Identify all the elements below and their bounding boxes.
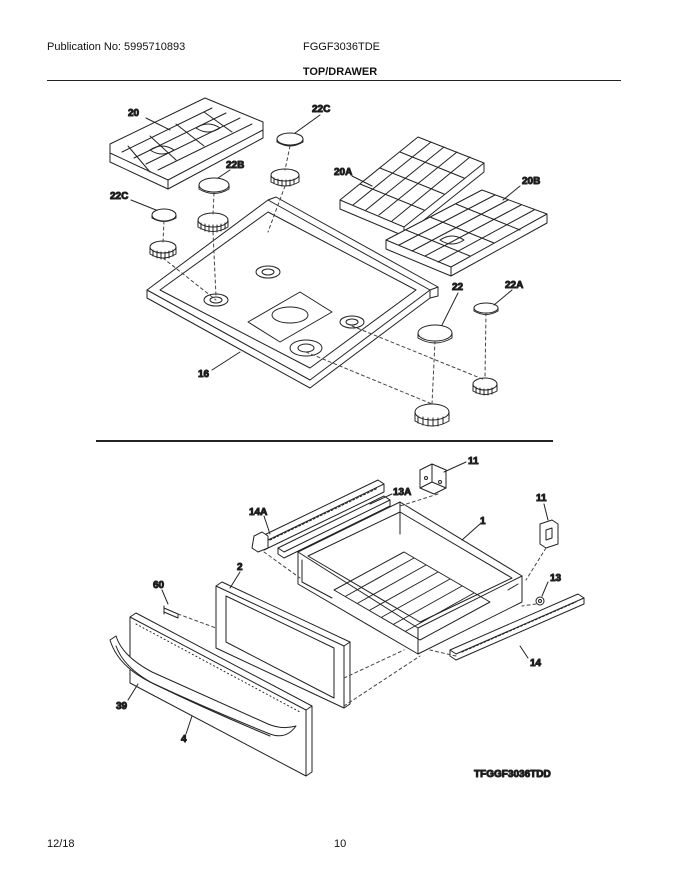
drawer-rail-right[interactable]	[449, 593, 585, 661]
grate-left[interactable]	[109, 97, 264, 190]
callout-11-right: 11	[536, 493, 547, 504]
callout-2: 2	[237, 562, 243, 573]
burner-head-large[interactable]	[414, 403, 450, 427]
cooktop[interactable]	[146, 196, 439, 389]
drawer-body[interactable]	[297, 501, 523, 655]
drawer-rail-left[interactable]	[251, 479, 385, 553]
callout-14a: 14A	[249, 507, 267, 518]
callout-22a: 22A	[505, 280, 523, 291]
drawer-rail-front[interactable]	[277, 495, 391, 559]
burner-head-right[interactable]	[472, 377, 498, 396]
callout-13a: 13A	[393, 487, 411, 498]
section-divider	[96, 440, 553, 442]
bracket-right[interactable]	[539, 519, 559, 549]
grate-middle[interactable]	[339, 136, 485, 237]
callout-16: 16	[198, 369, 210, 380]
callout-22b: 22B	[226, 160, 244, 171]
burner-cap-22c-left[interactable]	[151, 208, 177, 222]
callout-22c-top: 22C	[312, 104, 330, 115]
callout-22: 22	[452, 282, 464, 293]
publication-number: Publication No: 5995710893	[47, 41, 186, 53]
callout-20: 20	[128, 108, 140, 119]
bracket-top[interactable]	[419, 463, 447, 495]
footer-date: 12/18	[47, 838, 75, 850]
callout-20b: 20B	[522, 176, 540, 187]
burner-cap-22c-top[interactable]	[276, 132, 304, 147]
drawer-handle[interactable]	[109, 635, 297, 737]
grate-right[interactable]	[385, 189, 548, 277]
drawer-roller[interactable]	[535, 596, 545, 606]
callout-22c-left: 22C	[110, 191, 128, 202]
top-assembly-lines	[162, 145, 487, 405]
drawer-leader-lines	[127, 461, 549, 735]
burner-head-center[interactable]	[270, 168, 300, 187]
screw[interactable]	[163, 605, 179, 619]
top-leader-lines	[130, 114, 521, 371]
model-number: FGGF3036TDE	[303, 41, 381, 53]
header-rule	[47, 80, 621, 81]
callout-4: 4	[181, 734, 187, 745]
burner-head-left[interactable]	[197, 212, 229, 233]
drawer-assembly-lines	[177, 493, 547, 707]
burner-cap-22[interactable]	[417, 324, 453, 344]
callout-20a: 20A	[334, 167, 352, 178]
drawer-panel[interactable]	[215, 581, 351, 709]
callout-14: 14	[530, 658, 542, 669]
burner-head-far-left[interactable]	[149, 240, 177, 260]
callout-1: 1	[480, 516, 486, 527]
drawing-id: TFGGF3036TDD	[474, 769, 551, 780]
page-number: 10	[334, 838, 347, 850]
callout-60: 60	[153, 580, 165, 591]
callout-13: 13	[550, 573, 562, 584]
callout-39: 39	[116, 701, 128, 712]
burner-cap-22b[interactable]	[198, 177, 230, 194]
callout-11-top: 11	[468, 456, 479, 467]
section-title: TOP/DRAWER	[302, 66, 378, 78]
